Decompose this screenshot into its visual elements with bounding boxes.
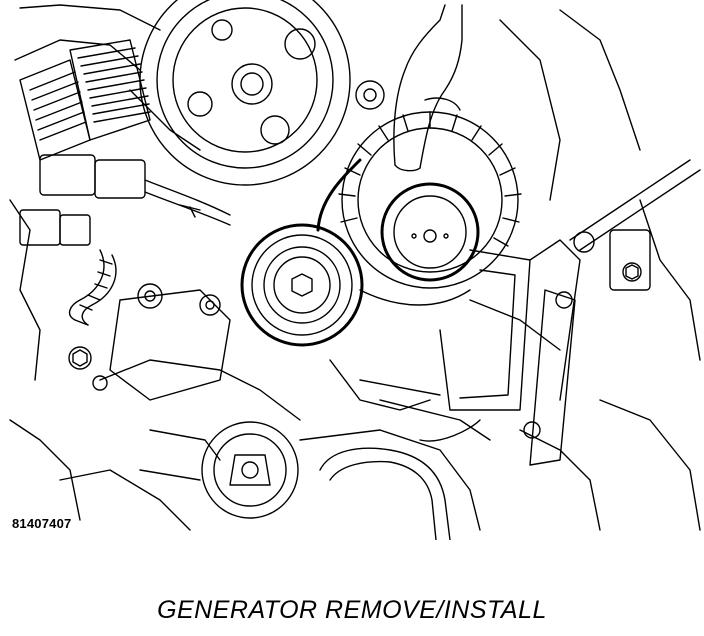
hand-pointer [393, 4, 463, 172]
mounting-bracket [68, 283, 231, 401]
power-steering-pump-pulley [139, 0, 385, 186]
generator [316, 111, 581, 411]
engine-illustration [9, 0, 701, 540]
belt-idler-pulley [240, 223, 364, 347]
figure-id: 81407407 [12, 516, 72, 531]
figure-caption: GENERATOR REMOVE/INSTALL [157, 596, 547, 624]
wiring-harness [19, 154, 231, 326]
intake-hose [19, 39, 151, 161]
lower-manifold [319, 379, 491, 540]
adjuster-rod [523, 159, 701, 466]
belt-tensioner [139, 421, 299, 519]
generator-pulley [380, 182, 480, 282]
engine-block-outline [9, 4, 701, 531]
